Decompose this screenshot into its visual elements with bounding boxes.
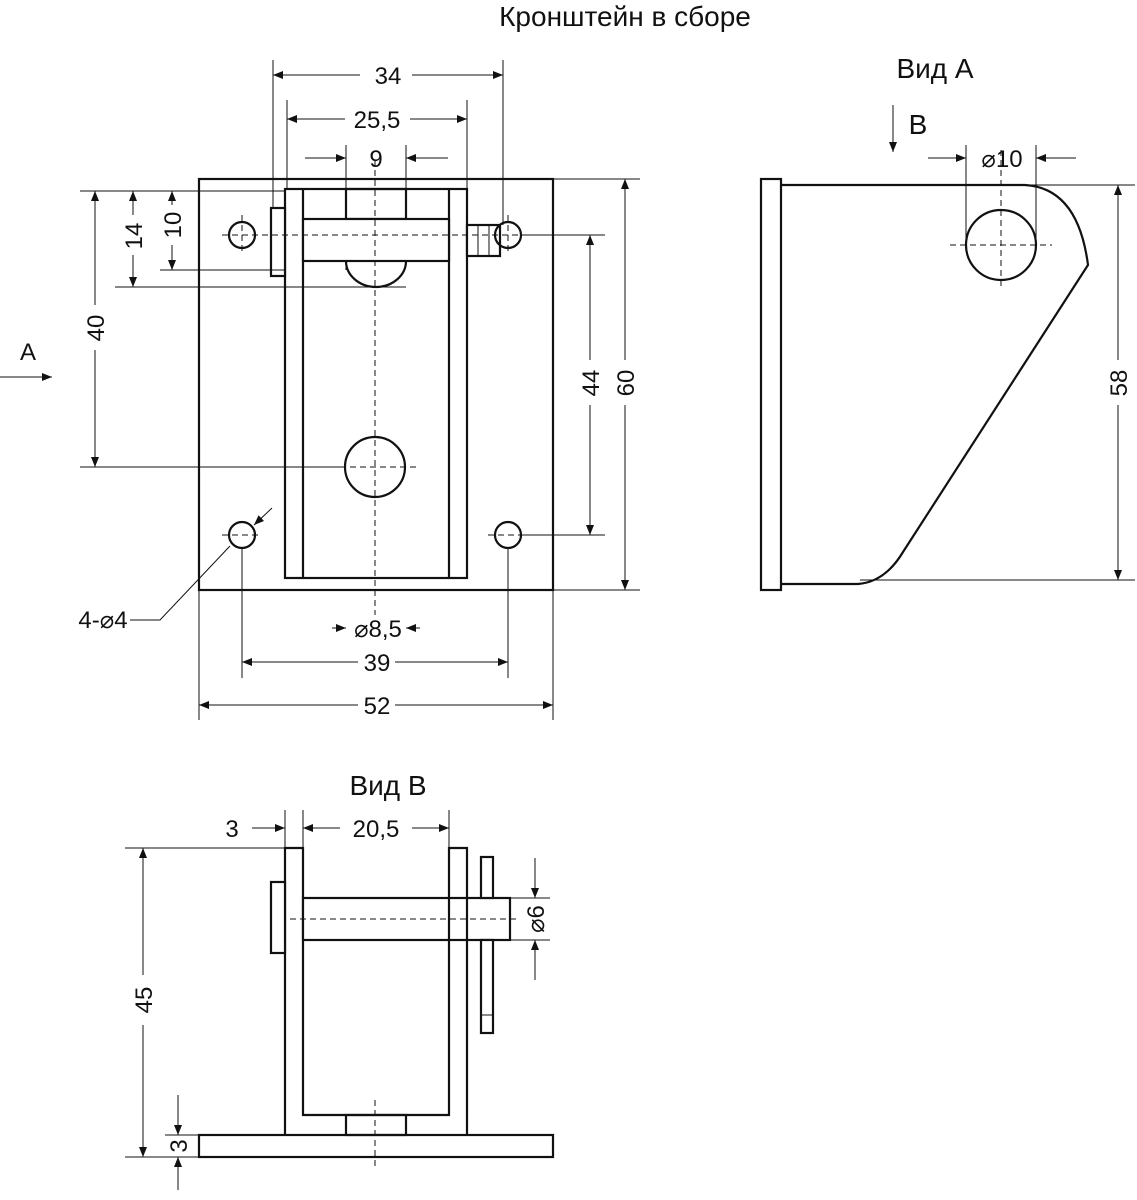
view-b-label: Вид В bbox=[349, 770, 426, 801]
boss-lower bbox=[344, 260, 408, 289]
base-plate bbox=[197, 1133, 555, 1159]
view-b: Вид В 3 20,5 45 3 ⌀6 bbox=[125, 770, 555, 1190]
dim-holes: 4-⌀4 bbox=[78, 607, 127, 634]
dim-8-5: ⌀8,5 bbox=[354, 616, 402, 643]
dim-25-5: 25,5 bbox=[354, 107, 401, 134]
u-channel bbox=[283, 846, 469, 1135]
dim-14: 14 bbox=[121, 223, 148, 250]
dim-44: 44 bbox=[578, 370, 605, 397]
left-tab bbox=[269, 206, 287, 278]
dim-52: 52 bbox=[364, 693, 391, 720]
view-b-dim-3-top: 3 bbox=[225, 816, 238, 843]
view-b-dim-45: 45 bbox=[131, 987, 158, 1014]
view-a-label: Вид А bbox=[896, 53, 973, 84]
lock-plate bbox=[479, 938, 495, 1035]
boss bbox=[344, 187, 408, 221]
view-b-dim-3-side: 3 bbox=[166, 1139, 193, 1152]
view-b-dim-20-5: 20,5 bbox=[353, 816, 400, 843]
view-a: Вид А В ⌀10 58 bbox=[759, 53, 1135, 592]
pin-end bbox=[465, 223, 502, 258]
lock-plate bbox=[479, 855, 495, 900]
flange bbox=[759, 177, 783, 592]
dim-10: 10 bbox=[160, 212, 187, 239]
view-a-dim-10: ⌀10 bbox=[981, 146, 1022, 173]
view-arrow-b: В bbox=[909, 109, 928, 140]
view-b-dim-6: ⌀6 bbox=[523, 905, 550, 933]
boss bbox=[344, 1113, 408, 1137]
dim-40: 40 bbox=[83, 315, 110, 342]
dim-9: 9 bbox=[369, 146, 382, 173]
dim-60: 60 bbox=[613, 370, 640, 397]
dim-39: 39 bbox=[364, 650, 391, 677]
view-arrow-a: А bbox=[20, 339, 36, 366]
drawing-title: Кронштейн в сборе bbox=[499, 1, 751, 32]
left-tab bbox=[269, 880, 287, 955]
main-view: 34 25,5 9 14 10 40 44 60 ⌀8,5 39 52 4-⌀4… bbox=[0, 60, 640, 720]
view-a-dim-58: 58 bbox=[1106, 370, 1133, 397]
dim-34: 34 bbox=[375, 63, 402, 90]
pin bbox=[301, 217, 451, 263]
base-plate bbox=[197, 177, 555, 592]
